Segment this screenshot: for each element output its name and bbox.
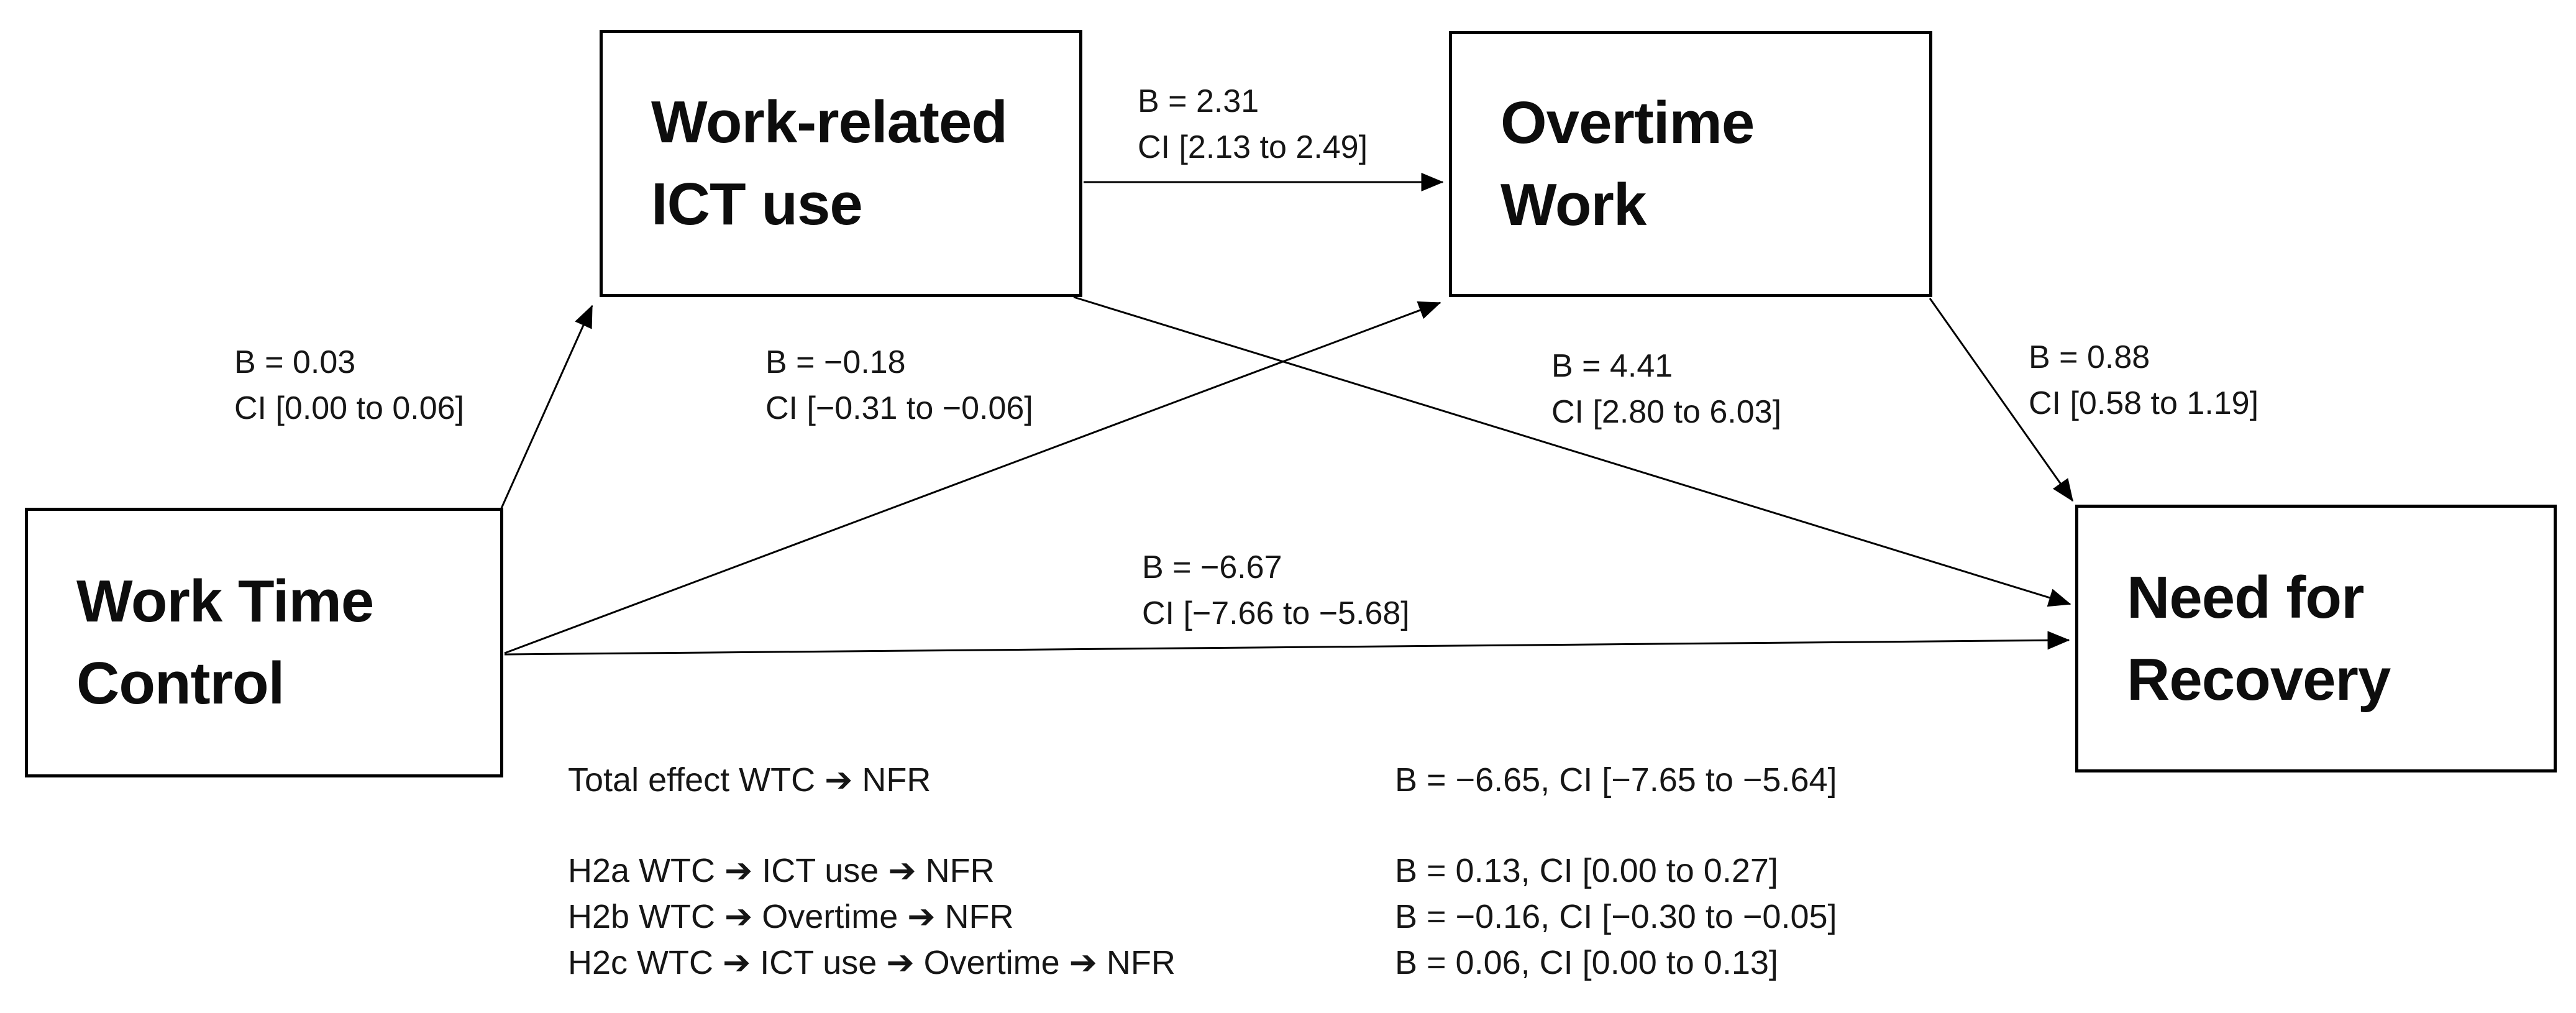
path-confidence-interval: CI [0.58 to 1.19] [2029,385,2259,421]
node-overtime-work: Overtime Work [1449,31,1932,297]
node-need-for-recovery: Need for Recovery [2075,505,2557,772]
summary-row-label: H2a WTC ➔ ICT use ➔ NFR [568,852,995,889]
path-coefficient: B = 4.41 [1551,348,1673,384]
path-confidence-interval: CI [−0.31 to −0.06] [765,390,1033,426]
node-label-line: Work-related [651,89,1008,155]
path-coefficient: B = 0.88 [2029,339,2150,375]
summary-row-label: Total effect WTC ➔ NFR [568,761,931,799]
summary-row-label: H2b WTC ➔ Overtime ➔ NFR [568,898,1014,935]
summary-row-total-effect: Total effect WTC ➔ NFR B = −6.65, CI [−7… [568,757,2059,803]
path-confidence-interval: CI [2.80 to 6.03] [1551,394,1782,430]
path-coefficient: B = −6.67 [1142,549,1282,585]
summary-row-label: H2c WTC ➔ ICT use ➔ Overtime ➔ NFR [568,944,1176,981]
node-work-related-ict-use: Work-related ICT use [600,30,1082,297]
path-confidence-interval: CI [2.13 to 2.49] [1138,129,1368,165]
path-label-ict-nfr: B = 4.41 CI [2.80 to 6.03] [1551,343,1781,435]
path-label-wtc-overtime: B = −0.18 CI [−0.31 to −0.06] [765,339,1033,431]
arrow-wtc-to-nfr [504,631,2070,656]
summary-row-value: B = 0.06, CI [0.00 to 0.13] [1395,944,1778,981]
node-label-line: Need for [2127,564,2364,631]
path-label-ict-overtime: B = 2.31 CI [2.13 to 2.49] [1138,78,1368,170]
node-label-line: ICT use [651,171,863,237]
path-confidence-interval: CI [0.00 to 0.06] [234,390,465,426]
summary-row-value: B = 0.13, CI [0.00 to 0.27] [1395,852,1778,889]
node-label-line: Work [1500,172,1647,238]
summary-row-value: B = −0.16, CI [−0.30 to −0.05] [1395,898,1837,935]
path-label-overtime-nfr: B = 0.88 CI [0.58 to 1.19] [2029,334,2259,426]
summary-row-h2b: H2b WTC ➔ Overtime ➔ NFR B = −0.16, CI [… [568,894,2059,940]
path-coefficient: B = −0.18 [765,344,906,380]
node-label-line: Overtime [1500,89,1755,156]
summary-row-h2c: H2c WTC ➔ ICT use ➔ Overtime ➔ NFR B = 0… [568,940,2059,986]
node-label-line: Control [76,650,285,717]
path-label-wtc-nfr: B = −6.67 CI [−7.66 to −5.68] [1142,544,1410,636]
summary-row-value: B = −6.65, CI [−7.65 to −5.64] [1395,761,1837,799]
path-coefficient: B = 0.03 [234,344,356,380]
path-coefficient: B = 2.31 [1138,83,1259,119]
arrow-overtime-to-nfr [1929,298,2074,502]
path-confidence-interval: CI [−7.66 to −5.68] [1142,595,1410,631]
node-label-line: Recovery [2127,646,2391,713]
node-label-line: Work Time [76,568,374,635]
path-label-wtc-ict: B = 0.03 CI [0.00 to 0.06] [234,339,464,431]
arrow-wtc-to-ict [500,305,593,510]
arrow-ict-to-nfr [1073,296,2071,607]
summary-row-h2a: H2a WTC ➔ ICT use ➔ NFR B = 0.13, CI [0.… [568,848,2059,894]
node-work-time-control: Work Time Control [25,508,503,777]
